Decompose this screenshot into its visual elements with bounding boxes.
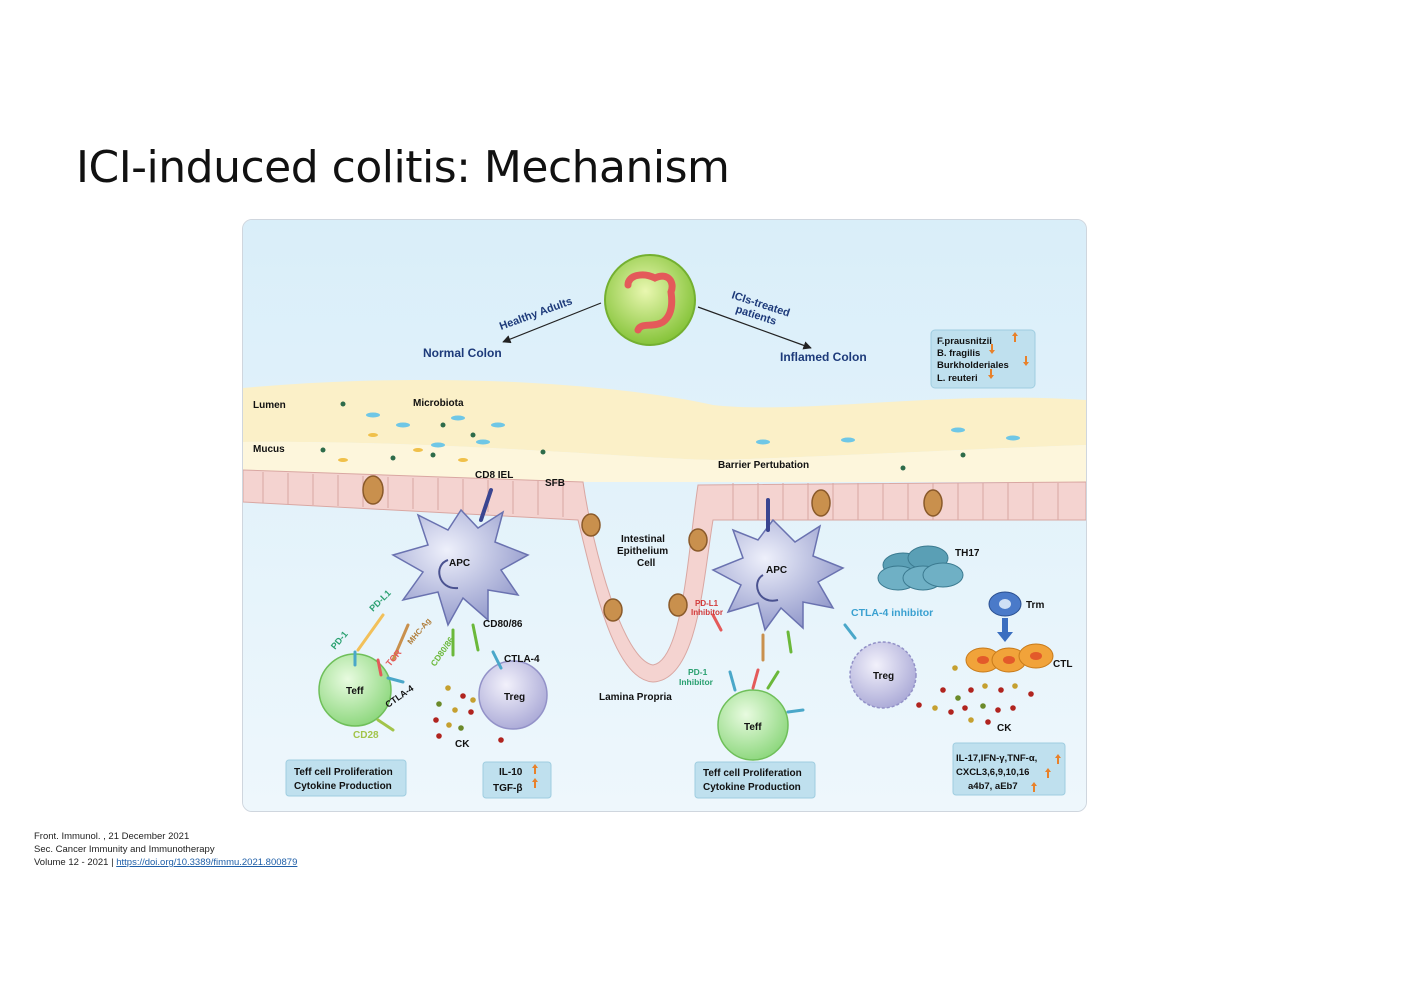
up-arrow-icon	[532, 764, 538, 774]
left-ck-label: CK	[455, 739, 470, 750]
bacteria-item-1: B. fragilis	[937, 348, 980, 359]
up-arrow-icon	[1045, 768, 1051, 778]
label-inflamed-colon: Inflamed Colon	[780, 350, 867, 364]
citation: Front. Immunol. , 21 December 2021 Sec. …	[34, 830, 297, 869]
label-cd8-iel: CD8 IEL	[475, 470, 513, 481]
microbiota-dots	[320, 401, 1020, 471]
slide-title: ICI-induced colitis: Mechanism	[76, 142, 730, 193]
label-cd80-86-b: CD80/86	[483, 619, 523, 630]
label-normal-colon: Normal Colon	[423, 346, 502, 360]
label-pd-l1-inhibitor-1: PD-L1	[695, 599, 719, 608]
th17-cluster	[877, 545, 964, 591]
citation-journal: Front. Immunol. , 21 December 2021	[34, 831, 190, 842]
label-ctla4-inhibitor: CTLA-4 inhibitor	[851, 607, 933, 619]
th17-label: TH17	[955, 548, 980, 559]
right-box-cyt-1: IL-17,IFN-γ,TNF-α,	[956, 753, 1037, 764]
mechanism-figure: Healthy Adults ICIs-treated patients Nor…	[242, 219, 1087, 812]
label-ctla4-right-of-treg: CTLA-4	[504, 654, 540, 665]
box-tgf-b: TGF-β	[493, 783, 522, 794]
right-apc-cell	[711, 498, 845, 632]
box-il-10: IL-10	[499, 767, 523, 778]
colon-illustration	[604, 254, 696, 346]
label-iec-3: Cell	[637, 558, 656, 569]
right-apc-label: APC	[766, 565, 787, 576]
mechanism-diagram: Healthy Adults ICIs-treated patients Nor…	[243, 220, 1086, 811]
down-arrow-icon	[989, 344, 995, 354]
down-arrow-icon	[988, 369, 994, 379]
right-box-cyt-3: a4b7, aEb7	[968, 781, 1018, 792]
doi-link[interactable]: https://doi.org/10.3389/fimmu.2021.80087…	[116, 857, 298, 868]
bacteria-item-2: Burkholderiales	[937, 360, 1009, 371]
right-box-teff-2: Cytokine Production	[703, 782, 801, 793]
epithelium-layer	[243, 469, 1086, 683]
label-pd-1-inhibitor-1: PD-1	[688, 667, 708, 677]
label-mucus: Mucus	[253, 444, 285, 455]
il10-tgf-box	[482, 761, 552, 799]
bacteria-item-0: F.prausnitzii	[937, 336, 992, 347]
label-sfb: SFB	[545, 478, 565, 489]
right-teff-cell	[717, 689, 789, 761]
trm-cell	[988, 591, 1022, 642]
down-arrow-icon	[1023, 356, 1029, 366]
left-cytokine-dots	[433, 685, 504, 743]
right-treg-label: Treg	[873, 671, 894, 682]
right-teff-label: Teff	[744, 722, 762, 733]
citation-volume: Volume 12 - 2021 | https://doi.org/10.33…	[34, 857, 298, 868]
label-lumen: Lumen	[253, 400, 286, 411]
label-pd-l1-inhibitor-2: Inhibitor	[691, 608, 723, 617]
left-teff-result-box	[285, 759, 407, 797]
left-box-teff-2: Cytokine Production	[294, 781, 392, 792]
up-arrow-icon	[1055, 754, 1061, 764]
label-barrier: Barrier Pertubation	[718, 460, 809, 471]
ctl-label: CTL	[1053, 659, 1072, 670]
right-teff-result-box	[694, 761, 816, 799]
right-cytokine-dots	[916, 665, 1034, 725]
label-pd-1-inhibitor-2: Inhibitor	[679, 677, 714, 687]
left-treg-label: Treg	[504, 692, 525, 703]
right-box-teff-1: Teff cell Proliferation	[703, 768, 802, 779]
up-arrow-icon	[1031, 782, 1037, 792]
right-treg-cell	[843, 623, 917, 709]
citation-section: Sec. Cancer Immunity and Immunotherapy	[34, 844, 215, 855]
right-box-cyt-2: CXCL3,6,9,10,16	[956, 767, 1029, 778]
label-microbiota: Microbiota	[413, 398, 464, 409]
left-apc-label: APC	[449, 558, 470, 569]
bacteria-item-3: L. reuteri	[937, 373, 978, 384]
left-apc-cell	[391, 488, 530, 627]
bacteria-change-box: F.prausnitzii B. fragilis Burkholderiale…	[930, 329, 1036, 389]
label-iec-2: Epithelium	[617, 546, 668, 557]
label-cd28: CD28	[353, 730, 379, 741]
label-lamina-propria: Lamina Propria	[599, 692, 672, 703]
cytokine-chemokine-box	[952, 742, 1066, 796]
left-box-teff-1: Teff cell Proliferation	[294, 767, 393, 778]
up-arrow-icon	[1012, 332, 1018, 342]
trm-label: Trm	[1026, 600, 1044, 611]
up-arrow-icon	[532, 778, 538, 788]
left-teff-label: Teff	[346, 686, 364, 697]
ctl-cells	[965, 643, 1054, 673]
label-iec-1: Intestinal	[621, 534, 665, 545]
right-ck-label: CK	[997, 723, 1012, 734]
left-treg-cell	[478, 660, 548, 730]
